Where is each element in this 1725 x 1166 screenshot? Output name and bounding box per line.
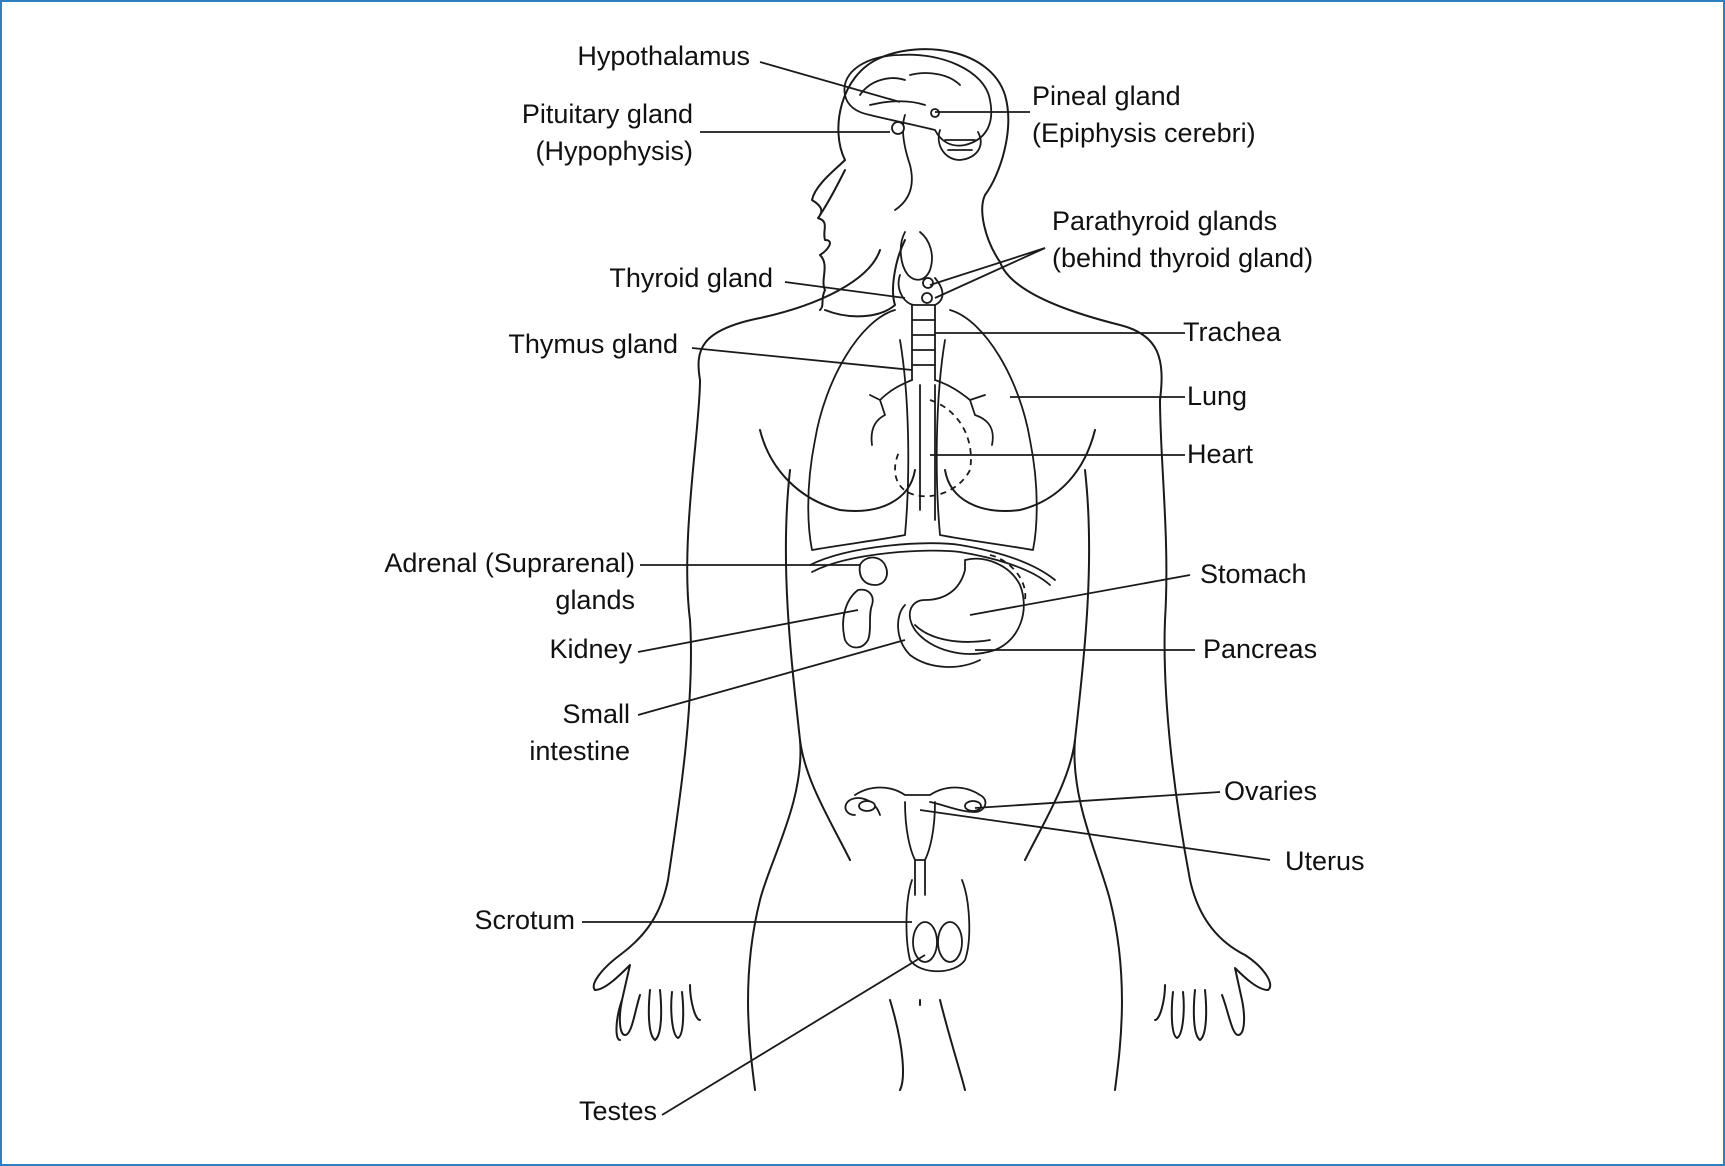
- label-thyroid-gland: Thyroid gland: [609, 263, 773, 293]
- label-scrotum: Scrotum: [474, 905, 575, 935]
- label-trachea: Trachea: [1183, 317, 1282, 347]
- label-thymus-gland: Thymus gland: [508, 329, 678, 359]
- label-testes: Testes: [578, 1096, 657, 1126]
- label-ovaries: Ovaries: [1224, 776, 1318, 806]
- label-pancreas: Pancreas: [1203, 634, 1318, 664]
- label-stomach: Stomach: [1200, 559, 1307, 589]
- aorta-lines: [919, 384, 936, 521]
- label-adrenal-glands: Adrenal (Suprarenal)glands: [384, 548, 635, 615]
- label-lung: Lung: [1187, 381, 1248, 411]
- scrotum-testes-illustration: [905, 879, 971, 973]
- label-parathyroid-glands: Parathyroid glands(behind thyroid gland): [1052, 206, 1314, 273]
- body-outline: [592, 48, 1272, 1091]
- label-heart: Heart: [1187, 439, 1254, 469]
- label-uterus: Uterus: [1285, 846, 1365, 876]
- kidney-adrenal-illustration: [842, 556, 888, 649]
- heart-outline: [894, 399, 972, 498]
- stomach-pancreas-illustration: [897, 554, 1027, 668]
- diaphragm-inner: [811, 549, 1051, 586]
- lungs-illustration: [807, 309, 1038, 551]
- label-kidney: Kidney: [549, 634, 632, 664]
- label-hypothalamus: Hypothalamus: [577, 41, 750, 71]
- label-pituitary-gland: Pituitary gland(Hypophysis): [521, 99, 693, 166]
- diaphragm: [809, 542, 1056, 581]
- brain-illustration: [843, 53, 993, 211]
- uterus-ovaries-illustration: [844, 786, 987, 896]
- thyroid-trachea-illustration: [869, 231, 994, 446]
- label-pineal-gland: Pineal gland(Epiphysis cerebri): [1032, 81, 1256, 148]
- leader-lines: [582, 61, 1271, 1116]
